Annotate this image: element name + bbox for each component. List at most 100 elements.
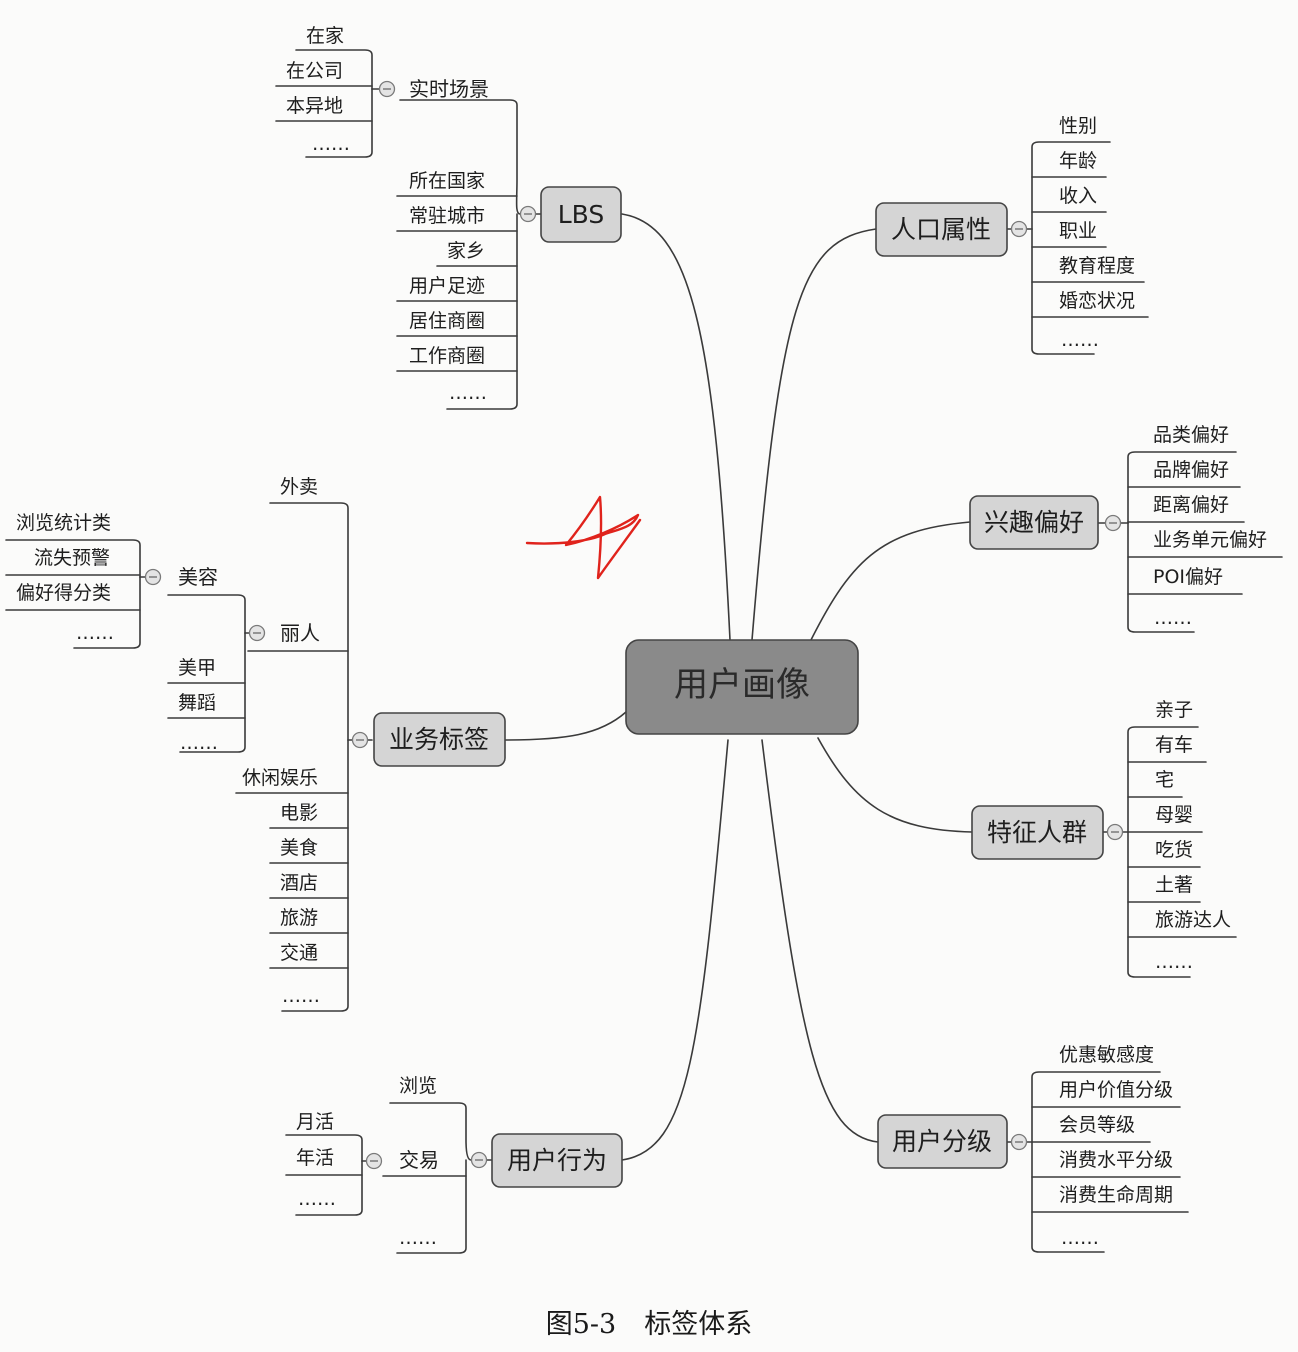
grade-item: 用户价值分级 [1059, 1079, 1173, 1101]
interest-item: 距离偏好 [1153, 494, 1229, 516]
lbs-realtime-item: 本异地 [286, 95, 343, 117]
interest-node [969, 495, 1099, 550]
lbs-item: 所在国家 [409, 170, 485, 192]
grade-node [877, 1114, 1008, 1169]
edge-grade [761, 739, 879, 1143]
lbs-realtime-label: 实时场景 [409, 77, 489, 101]
connector-line [1031, 1141, 1105, 1253]
demographic-item: 职业 [1059, 220, 1097, 242]
lbs-item: 用户足迹 [409, 275, 485, 297]
root-node [625, 639, 859, 735]
trade-item: 月活 [296, 1111, 334, 1133]
connector-line [1031, 141, 1111, 230]
beauty-item: …… [76, 622, 114, 644]
beauty-group-label: 丽人 [280, 621, 320, 645]
interest-item: POI偏好 [1153, 566, 1223, 588]
grade-item: 优惠敏感度 [1059, 1044, 1154, 1066]
beauty-item: 浏览统计类 [16, 512, 111, 534]
crowd-item: …… [1155, 951, 1193, 973]
lbs-item: 家乡 [447, 240, 485, 262]
connector-line [1031, 228, 1095, 355]
connector-line [1127, 726, 1199, 833]
business-node [373, 712, 506, 767]
lbs-node [540, 186, 622, 243]
grade-label: 用户分级 [892, 1127, 992, 1156]
lbs-realtime-item: 在公司 [286, 60, 343, 82]
grade-item: 消费生命周期 [1059, 1184, 1173, 1206]
edge-interest [805, 521, 971, 651]
connector-line [269, 502, 349, 741]
lbs-item: 居住商圈 [409, 310, 485, 332]
edge-business [504, 711, 627, 741]
connector-line [1127, 522, 1195, 633]
business-item: 旅游 [280, 907, 318, 929]
beauty-item: 流失预警 [34, 547, 110, 569]
edge-behavior [621, 739, 729, 1161]
crowd-item: 亲子 [1155, 699, 1193, 721]
business-item: 电影 [280, 802, 318, 824]
business-item: 酒店 [280, 872, 318, 894]
connector-line [1127, 831, 1191, 978]
connector-line [295, 1160, 363, 1216]
demographic-item: 年龄 [1059, 150, 1097, 172]
connector-line [446, 213, 518, 410]
grade-item: …… [1061, 1227, 1099, 1249]
crowd-item: 吃货 [1155, 839, 1193, 861]
grade-item: 消费水平分级 [1059, 1149, 1173, 1171]
beauty-group-item: …… [180, 732, 218, 754]
connector-line [389, 1102, 472, 1161]
interest-item: 品牌偏好 [1153, 459, 1229, 481]
root-label: 用户画像 [674, 665, 810, 705]
figure-number: 图5-3 [545, 1309, 617, 1340]
behavior-label: 用户行为 [507, 1146, 607, 1175]
crowd-item: 旅游达人 [1155, 909, 1231, 931]
connector-line [167, 594, 246, 634]
crowd-node [971, 805, 1104, 860]
demographic-item: …… [1061, 329, 1099, 351]
grade-item: 会员等级 [1059, 1114, 1135, 1136]
demographic-item: 教育程度 [1059, 255, 1135, 277]
connector-line [1031, 1071, 1161, 1143]
lbs-realtime-item: 在家 [306, 25, 344, 47]
crowd-item: 土著 [1155, 874, 1193, 896]
crowd-item: 宅 [1155, 769, 1174, 791]
beauty-item: 偏好得分类 [16, 582, 111, 604]
connector-line [399, 99, 521, 215]
lbs-label: LBS [558, 200, 605, 229]
demographic-node [875, 202, 1008, 257]
beauty-group-item: 舞蹈 [178, 692, 216, 714]
business-item: 美食 [280, 837, 318, 859]
lbs-item: …… [449, 382, 487, 404]
demographic-label: 人口属性 [891, 215, 991, 244]
business-item: 交通 [280, 942, 318, 964]
connector-line [295, 49, 373, 90]
beauty-label: 美容 [178, 565, 218, 589]
business-label: 业务标签 [389, 725, 489, 754]
star-annotation-icon [525, 495, 642, 580]
business-item: …… [282, 985, 320, 1007]
demographic-item: 性别 [1059, 115, 1097, 137]
edge-crowd [817, 737, 973, 833]
lbs-item: 工作商圈 [409, 345, 485, 367]
behavior-trade-label: 交易 [399, 1148, 439, 1172]
trade-item: 年活 [296, 1147, 334, 1169]
lbs-realtime-item: …… [312, 133, 350, 155]
connector-line [1127, 451, 1237, 524]
crowd-item: 有车 [1155, 734, 1193, 756]
behavior-node [491, 1133, 623, 1188]
figure-title: 标签体系 [644, 1309, 753, 1340]
beauty-group-item: 美甲 [178, 657, 216, 679]
connector-line [285, 1134, 363, 1162]
business-item: 休闲娱乐 [242, 767, 318, 789]
connector-line [396, 1159, 467, 1254]
behavior-more: …… [399, 1227, 437, 1249]
connector-line [73, 576, 141, 649]
interest-item: …… [1154, 607, 1192, 629]
demographic-item: 婚恋状况 [1059, 290, 1135, 312]
connector-line [281, 739, 349, 1012]
crowd-item: 母婴 [1155, 804, 1193, 826]
mind-map: 用户画像 LBS 人口属性 兴趣偏好 业务标签 特征人群 用户行为 用户分级 实… [5, 25, 1283, 1254]
connector-line [179, 632, 246, 753]
business-takeout: 外卖 [280, 476, 318, 498]
demographic-item: 收入 [1059, 185, 1097, 207]
